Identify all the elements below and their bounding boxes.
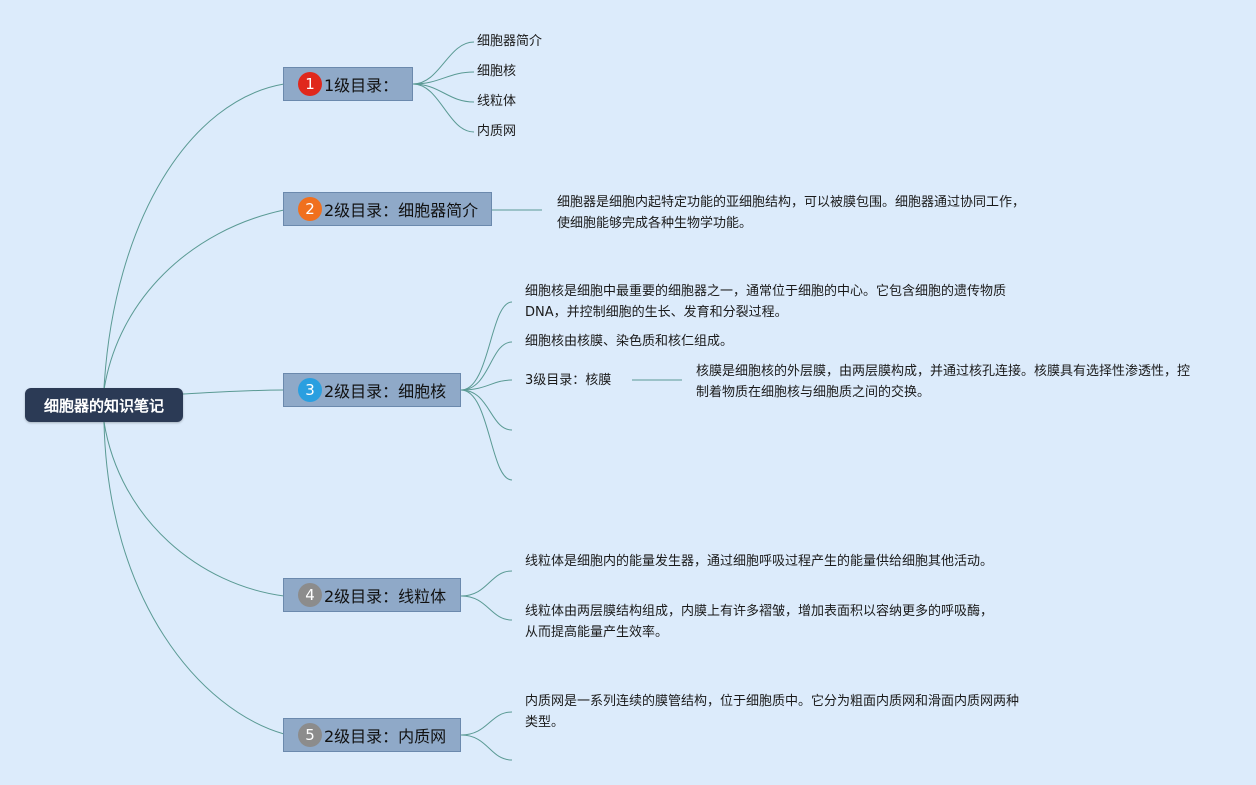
- badge-1-icon: 1: [298, 72, 322, 96]
- badge-4-icon: 4: [298, 583, 322, 607]
- topic-3[interactable]: 3 2级目录：细胞核: [283, 373, 461, 407]
- topic-4-label: 2级目录：线粒体: [324, 587, 447, 606]
- badge-3-icon: 3: [298, 378, 322, 402]
- connector-root-topic4: [103, 421, 285, 597]
- connector-topic3-empty1: [460, 389, 513, 431]
- root-topic-label: 细胞器的知识笔记: [43, 396, 164, 415]
- topic3-subtopic-note[interactable]: 核膜是细胞核的外层膜，由两层膜构成，并通过核孔连接。核膜具有选择性渗透性，控制着…: [696, 364, 1191, 400]
- topic-1[interactable]: 1 1级目录：: [283, 67, 413, 101]
- connector-topic4-note2: [460, 595, 513, 621]
- topic4-note-2[interactable]: 线粒体由两层膜结构组成，内膜上有许多褶皱，增加表面积以容纳更多的呼吸酶，从而提高…: [525, 604, 994, 640]
- topic3-note-2[interactable]: 细胞核由核膜、染色质和核仁组成。: [525, 334, 734, 349]
- connector-topic4-note1: [460, 570, 513, 597]
- topic-5[interactable]: 5 2级目录：内质网: [283, 718, 461, 752]
- connector-root-topic1: [103, 83, 285, 389]
- root-topic[interactable]: 细胞器的知识笔记: [25, 388, 183, 422]
- badge-2-icon: 2: [298, 197, 322, 221]
- connector-root-topic2: [103, 209, 285, 391]
- connector-topic3-empty2: [460, 389, 513, 481]
- topic-5-label: 2级目录：内质网: [324, 727, 447, 746]
- badge-5-icon: 5: [298, 723, 322, 747]
- topic-2[interactable]: 2 2级目录：细胞器简介: [283, 192, 492, 226]
- topic3-subtopic-label[interactable]: 3级目录：核膜: [525, 373, 612, 388]
- topic3-note-1[interactable]: 细胞核是细胞中最重要的细胞器之一，通常位于细胞的中心。它包含细胞的遗传物质DNA…: [525, 284, 1007, 320]
- connector-topic1-item3: [412, 83, 475, 103]
- topic5-note-1[interactable]: 内质网是一系列连续的膜管结构，位于细胞质中。它分为粗面内质网和滑面内质网两种类型…: [525, 694, 1020, 730]
- topic-2-label: 2级目录：细胞器简介: [324, 201, 479, 220]
- connector-root-topic3: [182, 389, 285, 395]
- connector-topic3-note2: [460, 341, 513, 391]
- connector-root-topic5: [103, 421, 285, 735]
- connector-topic3-note1: [460, 301, 513, 391]
- topic2-note[interactable]: 细胞器是细胞内起特定功能的亚细胞结构，可以被膜包围。细胞器通过协同工作，使细胞能…: [557, 195, 1026, 231]
- connector-topic5-note1: [460, 711, 513, 736]
- topic-3-label: 2级目录：细胞核: [324, 382, 447, 401]
- topic1-item-mitochondria[interactable]: 线粒体: [477, 94, 517, 109]
- connector-topic1-item4: [412, 83, 475, 133]
- connector-topic1-item1: [412, 41, 475, 85]
- topic1-item-nucleus[interactable]: 细胞核: [477, 64, 517, 79]
- topic1-item-er[interactable]: 内质网: [477, 124, 517, 139]
- topic1-item-organelle-intro[interactable]: 细胞器简介: [477, 34, 543, 49]
- connector-topic1-item2: [412, 71, 475, 85]
- connector-topic3-sub: [460, 379, 513, 391]
- topic-4[interactable]: 4 2级目录：线粒体: [283, 578, 461, 612]
- connector-topic5-empty: [460, 734, 513, 761]
- topic-1-label: 1级目录：: [324, 76, 399, 95]
- topic4-note-1[interactable]: 线粒体是细胞内的能量发生器，通过细胞呼吸过程产生的能量供给细胞其他活动。: [525, 554, 994, 569]
